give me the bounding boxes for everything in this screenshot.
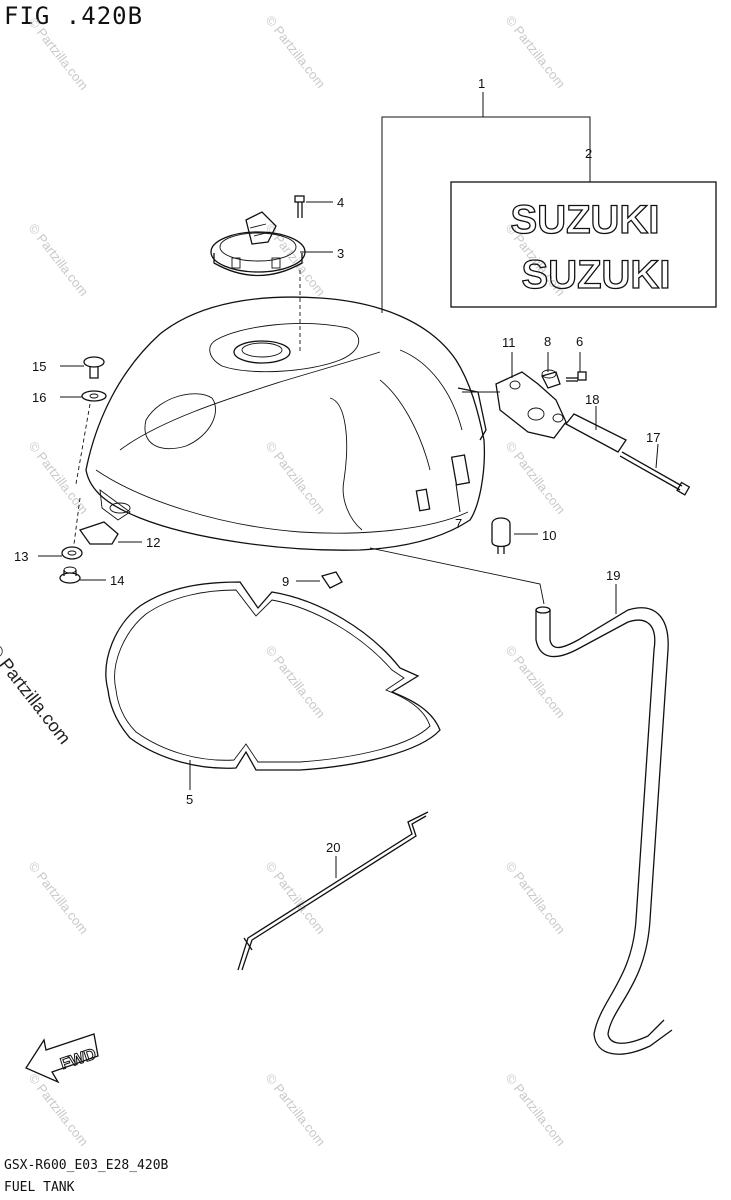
- callout-12: 12: [146, 535, 160, 550]
- callout-2: 2: [585, 146, 592, 161]
- support-rod: [237, 811, 429, 971]
- watermark: © Partzilla.com: [26, 221, 92, 299]
- callout-11: 11: [502, 335, 516, 350]
- watermark: © Partzilla.com: [503, 643, 569, 721]
- callout-1: 1: [478, 76, 485, 91]
- cap-bolt: [294, 195, 305, 218]
- fwd-label: FWD: [58, 1046, 98, 1073]
- watermark: © Partzilla.com: [503, 439, 569, 517]
- watermark: © Partzilla.com: [26, 439, 92, 517]
- fuel-cap-assembly: [210, 211, 306, 277]
- collar-14: [59, 566, 81, 584]
- collar: [541, 369, 561, 389]
- callout-18: 18: [585, 392, 599, 407]
- callout-4: 4: [337, 195, 344, 210]
- figure-title: FIG .420B: [4, 2, 144, 30]
- callout-14: 14: [110, 573, 124, 588]
- watermark: © Partzilla.com: [26, 859, 92, 937]
- washer-16: [81, 390, 107, 402]
- rubber-damper: [491, 517, 511, 554]
- callout-9: 9: [282, 574, 289, 589]
- tank-seal: [105, 581, 441, 771]
- callout-3: 3: [337, 246, 344, 261]
- breather-hose: [535, 606, 673, 1055]
- watermark: © Partzilla.com: [263, 1071, 329, 1149]
- sleeve: [565, 413, 627, 453]
- watermark: © Partzilla.com: [263, 643, 329, 721]
- callout-17: 17: [646, 430, 660, 445]
- bracket-plate: [495, 371, 567, 439]
- callout-15: 15: [32, 359, 46, 374]
- watermark: © Partzilla.com: [26, 15, 92, 93]
- suzuki-decal: SUZUKI SUZUKI: [450, 181, 717, 308]
- callout-16: 16: [32, 390, 46, 405]
- section-name: FUEL TANK: [4, 1180, 75, 1195]
- callout-5: 5: [186, 792, 193, 807]
- bolt-15: [83, 356, 105, 379]
- small-bolt: [566, 371, 587, 382]
- bracket-12: [78, 521, 119, 545]
- watermark: © Partzilla.com: [503, 1071, 569, 1149]
- bracket-1: [381, 92, 591, 313]
- callout-7: 7: [455, 516, 462, 531]
- model-code: GSX-R600_E03_E28_420B: [4, 1158, 169, 1173]
- callout-8: 8: [544, 334, 551, 349]
- callout-19: 19: [606, 568, 620, 583]
- callout-13: 13: [14, 549, 28, 564]
- watermark: © Partzilla.com: [263, 13, 329, 91]
- fuel-tank: [85, 296, 487, 551]
- callout-10: 10: [542, 528, 556, 543]
- grommet-13: [61, 546, 83, 560]
- callout-labels: 1 2 3 4 5 6 7 8 9 10 11 12 13 14 15 16 1…: [14, 76, 660, 855]
- hose-clip: [320, 571, 343, 589]
- long-bolt: [619, 451, 691, 496]
- watermark: © Partzilla.com: [503, 859, 569, 937]
- callout-6: 6: [576, 334, 583, 349]
- watermark: © Partzilla.com: [503, 13, 569, 91]
- decal-text-1: SUZUKI: [511, 198, 660, 242]
- decal-text-2: SUZUKI: [522, 253, 671, 297]
- watermark: © Partzilla.com: [263, 439, 329, 517]
- callout-20: 20: [326, 840, 340, 855]
